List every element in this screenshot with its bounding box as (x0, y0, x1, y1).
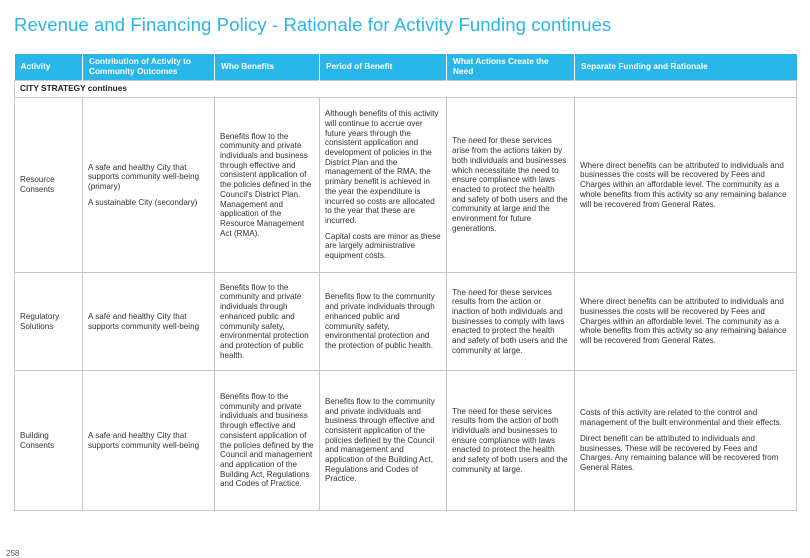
contribution-cell: A safe and healthy City that supports co… (82, 370, 215, 511)
period-cell: Benefits flow to the community and priva… (319, 272, 447, 371)
funding-text: Where direct benefits can be attributed … (580, 297, 787, 346)
who-benefits-cell: Benefits flow to the community and priva… (214, 272, 320, 371)
actions-cell: The need for these services results from… (446, 272, 575, 371)
funding-text: Direct benefit can be attributed to indi… (580, 433, 779, 472)
table-header: Activity Contribution of Activity to Com… (14, 54, 797, 81)
page-title: Revenue and Financing Policy - Rationale… (14, 14, 612, 35)
rationale-table: Activity Contribution of Activity to Com… (14, 54, 797, 511)
section-label: CITY STRATEGY continues (14, 80, 797, 98)
activity-cell: Resource Consents (14, 97, 83, 273)
header-contribution: Contribution of Activity to Community Ou… (82, 54, 215, 81)
actions-cell: The need for these services results from… (446, 370, 575, 511)
contribution-text: A safe and healthy City that supports co… (88, 311, 200, 331)
page-number: 258 (6, 549, 20, 558)
activity-cell: Building Consents (14, 370, 83, 511)
table-row: Resource Consents A safe and healthy Cit… (14, 97, 797, 273)
table-row: Regulatory Solutions A safe and healthy … (14, 272, 797, 371)
funding-cell: Costs of this activity are related to th… (574, 370, 797, 511)
table-body: CITY STRATEGY continues Resource Consent… (14, 80, 797, 511)
table-row: Building Consents A safe and healthy Cit… (14, 370, 797, 511)
period-text: Although benefits of this activity will … (325, 109, 439, 225)
who-benefits-cell: Benefits flow to the community and priva… (214, 97, 320, 273)
who-benefits-cell: Benefits flow to the community and priva… (214, 370, 320, 511)
actions-cell: The need for these services arise from t… (446, 97, 575, 273)
header-who-benefits: Who Benefits (214, 54, 320, 81)
header-activity: Activity (14, 54, 83, 81)
header-period-of-benefit: Period of Benefit (319, 54, 447, 81)
period-text: Benefits flow to the community and priva… (325, 396, 435, 484)
header-actions-create-need: What Actions Create the Need (446, 54, 575, 81)
funding-cell: Where direct benefits can be attributed … (574, 272, 797, 371)
section-row: CITY STRATEGY continues (14, 80, 797, 98)
period-cell: Although benefits of this activity will … (319, 97, 447, 273)
header-funding-rationale: Separate Funding and Rationale (574, 54, 797, 81)
contribution-text: A safe and healthy City that supports co… (88, 162, 200, 191)
funding-text: Where direct benefits can be attributed … (580, 160, 787, 209)
contribution-cell: A safe and healthy City that supports co… (82, 272, 215, 371)
period-text: Capital costs are minor as these are lar… (325, 231, 441, 261)
funding-cell: Where direct benefits can be attributed … (574, 97, 797, 273)
contribution-cell: A safe and healthy City that supports co… (82, 97, 215, 273)
contribution-text: A sustainable City (secondary) (88, 197, 198, 207)
header-row: Activity Contribution of Activity to Com… (14, 54, 797, 81)
funding-text: Costs of this activity are related to th… (580, 408, 782, 428)
activity-cell: Regulatory Solutions (14, 272, 83, 371)
contribution-text: A safe and healthy City that supports co… (88, 430, 200, 450)
period-text: Benefits flow to the community and priva… (325, 292, 435, 350)
period-cell: Benefits flow to the community and priva… (319, 370, 447, 511)
